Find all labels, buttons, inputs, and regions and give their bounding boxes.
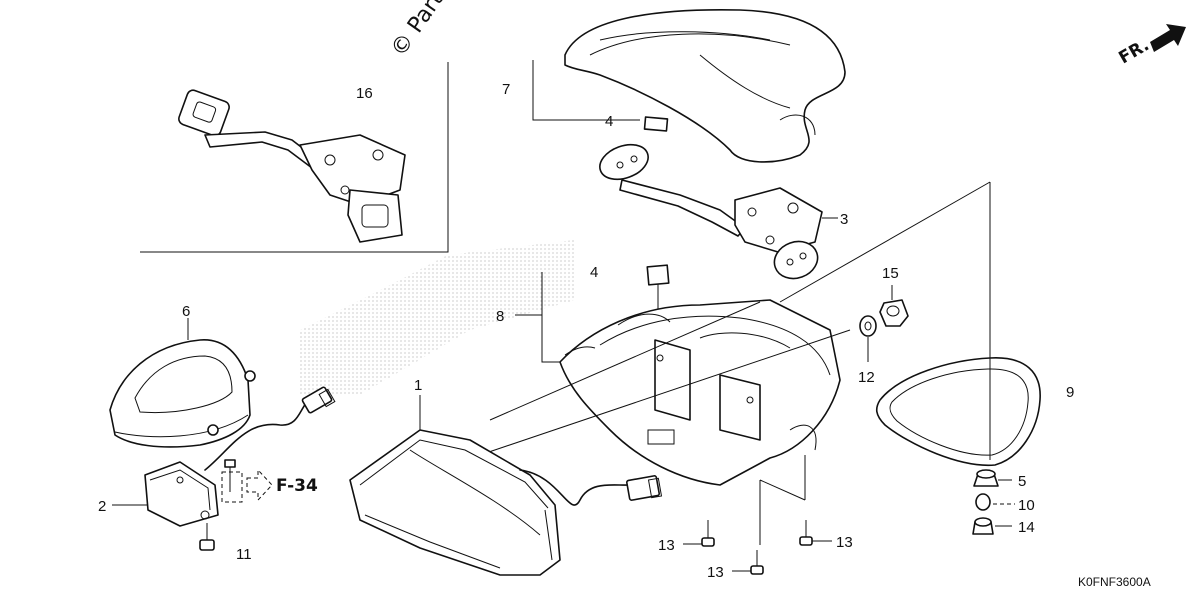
part-9-gasket — [875, 357, 1041, 467]
part-4-pad-upper — [643, 116, 669, 132]
mount-line-3 — [489, 301, 761, 421]
part-10-washer — [975, 493, 991, 511]
callout-10: 10 — [1018, 497, 1035, 514]
part-7-bracket-line — [532, 60, 640, 121]
front-direction-label: FR. — [1116, 35, 1153, 68]
mount-line-1 — [779, 181, 991, 303]
part-4-pad-lower — [646, 264, 670, 286]
callout-11: 11 — [236, 546, 252, 563]
mount-line-2 — [479, 329, 851, 456]
callout-1: 1 — [414, 377, 422, 394]
f34-reference-label: F-34 — [276, 476, 318, 496]
callout-13-c: 13 — [836, 534, 853, 551]
watermark-text: © Partzilla.c — [386, 0, 484, 61]
f34-screw-head — [224, 459, 236, 468]
callout-3: 3 — [840, 211, 848, 228]
part-5-grommet — [973, 469, 999, 487]
part-6-lens-cover — [109, 339, 256, 448]
part-7-cover — [564, 8, 846, 163]
callout-16: 16 — [356, 85, 373, 102]
f34-direction-arrow — [246, 468, 273, 502]
callout-13-a: 13 — [658, 537, 675, 554]
callout-13-b: 13 — [707, 564, 724, 581]
callout-4-upper: 4 — [605, 113, 613, 130]
mount-line-5 — [759, 479, 806, 501]
part-12-washer — [859, 315, 877, 337]
diagram-code: K0FNF3600A — [1078, 575, 1151, 589]
f34-reference-box — [221, 471, 243, 503]
callout-12: 12 — [858, 369, 875, 386]
callout-7: 7 — [502, 81, 510, 98]
callout-5: 5 — [1018, 473, 1026, 490]
part-13-screw-c — [799, 520, 813, 546]
part-13-screw-b — [750, 550, 764, 575]
callout-9: 9 — [1066, 384, 1074, 401]
part-13-screw-a — [701, 520, 715, 547]
shading-area — [300, 240, 575, 395]
part-14-nut — [972, 517, 994, 535]
part-2-license-light — [144, 386, 336, 527]
callout-6: 6 — [182, 303, 190, 320]
front-direction-arrow: FR. — [1116, 24, 1186, 68]
part-16-frame — [140, 62, 449, 253]
part-8-housing — [559, 299, 841, 486]
part-3-bracket — [599, 143, 823, 280]
part-1-tail-light — [349, 429, 663, 576]
callout-14: 14 — [1018, 519, 1035, 536]
callout-2: 2 — [98, 498, 106, 515]
part-11-screw — [199, 528, 215, 551]
part-16-bracket — [178, 89, 406, 243]
arrow-icon — [1150, 24, 1186, 52]
part-8-bracket-line — [541, 272, 560, 363]
callout-4-lower: 4 — [590, 264, 598, 281]
callout-15: 15 — [882, 265, 899, 282]
callout-8: 8 — [496, 308, 504, 325]
part-15-grommet — [879, 299, 909, 327]
